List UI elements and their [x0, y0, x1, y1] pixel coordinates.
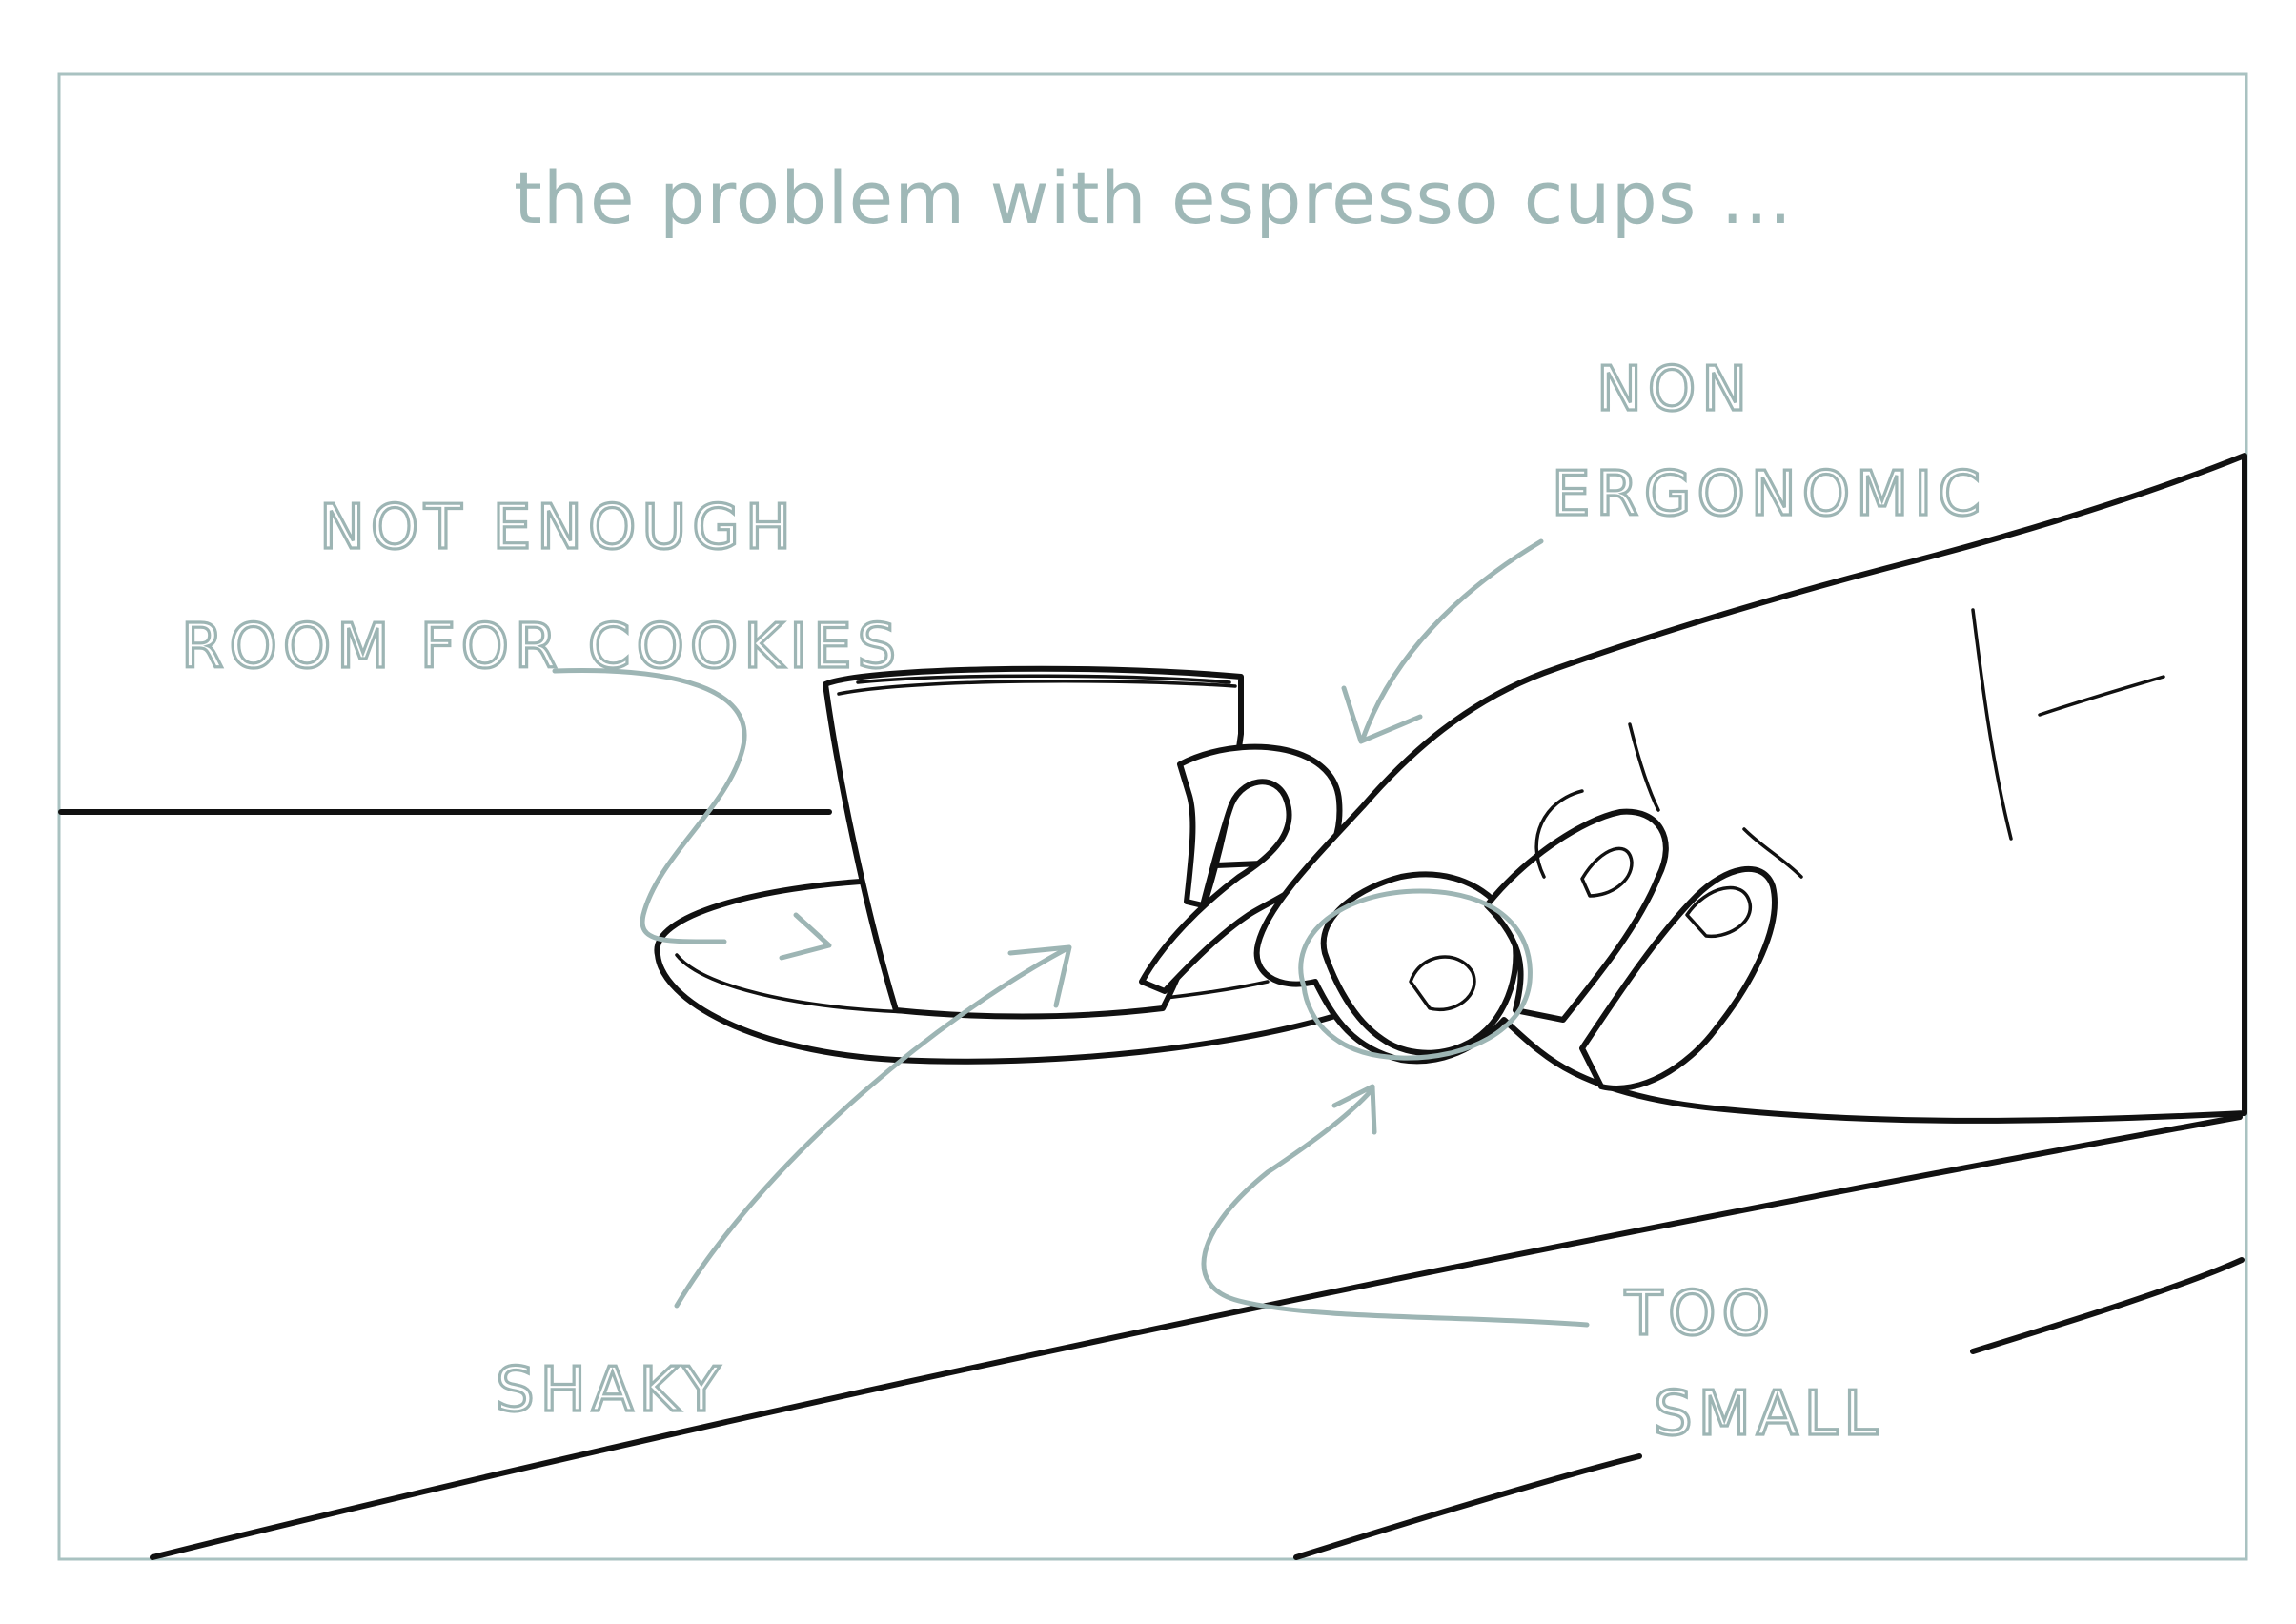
- annotation-marks: [552, 538, 1590, 1328]
- annotation-labels: NOT ENOUGH ROOM FOR COOKIES NON ERGONOMI…: [179, 353, 1986, 1451]
- ergonomic-arrow: [1360, 538, 1544, 741]
- label-small-line1: TOO: [1624, 1279, 1776, 1350]
- label-ergonomic-line2: ERGONOMIC: [1552, 459, 1986, 530]
- label-cookies-line2: ROOM FOR COOKIES: [181, 612, 902, 682]
- label-ergonomic-line1: NON: [1596, 355, 1753, 425]
- cup-drawing: [823, 665, 1343, 1020]
- table-drawing: [58, 809, 2245, 1560]
- cookies-arrow: [552, 668, 747, 944]
- too-small-arrow: [1201, 1088, 1590, 1328]
- label-cookies-line1: NOT ENOUGH: [319, 493, 797, 563]
- page-title: the problem with espresso cups ...: [514, 155, 1793, 240]
- hand-drawing: [1253, 453, 2247, 1124]
- too-small-circle: [1298, 888, 1533, 1061]
- label-shaky: SHAKY: [496, 1355, 725, 1426]
- label-small-line2: SMALL: [1654, 1379, 1883, 1450]
- shaky-arrow: [674, 945, 1070, 1309]
